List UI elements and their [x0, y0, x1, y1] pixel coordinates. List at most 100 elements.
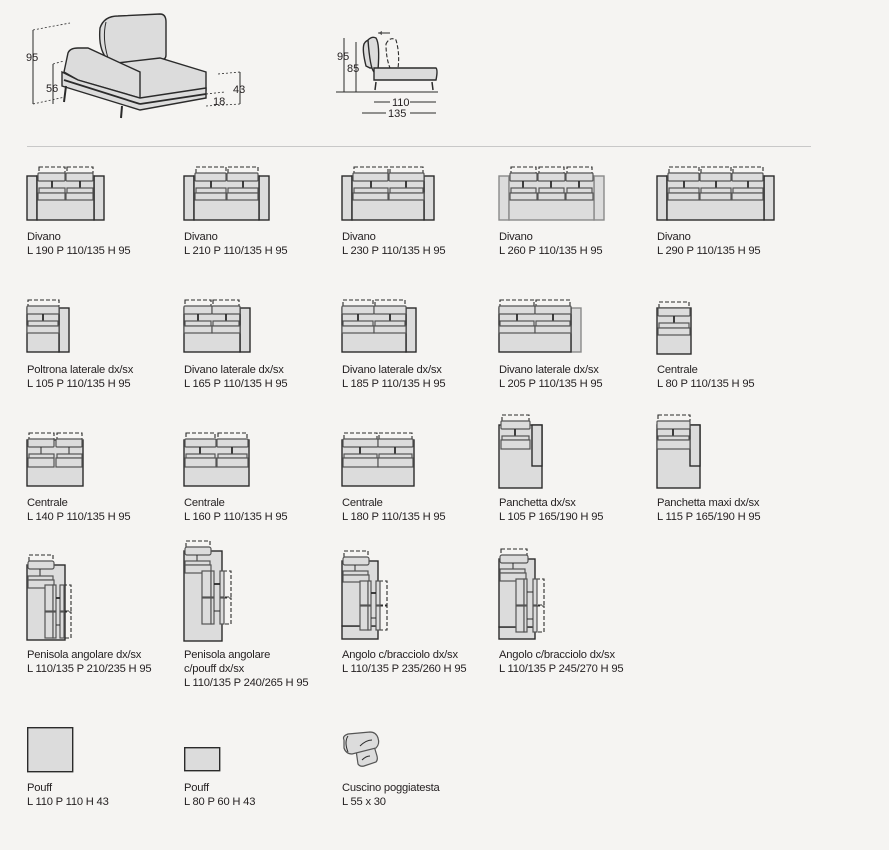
item-name: Pouff — [27, 782, 52, 794]
item-label: Divano L 210 P 110/135 H 95 — [184, 230, 288, 258]
item-dims: L 110 P 110 H 43 — [27, 796, 109, 808]
item-dims: L 190 P 110/135 H 95 — [27, 245, 131, 257]
item-dims: L 180 P 110/135 H 95 — [342, 511, 446, 523]
perspective-sofa-module — [61, 13, 207, 119]
item-label: Divano L 260 P 110/135 H 95 — [499, 230, 603, 258]
side-view-drawing: 95 85 110 135 — [336, 31, 438, 120]
item-dims: L 80 P 110/135 H 95 — [657, 378, 755, 390]
item-label: Penisola angolare c/pouff dx/sx L 110/13… — [184, 648, 309, 690]
item-name: Panchetta dx/sx — [499, 497, 576, 509]
item-dims: L 110/135 P 210/235 H 95 — [27, 663, 152, 675]
dim-110: 110 — [392, 97, 410, 109]
item-dims: L 80 P 60 H 43 — [184, 796, 256, 808]
item-dims: L 185 P 110/135 H 95 — [342, 378, 446, 390]
item-name: Centrale — [657, 364, 698, 376]
item-name: Divano laterale dx/sx — [184, 364, 284, 376]
item-name: Cuscino poggiatesta — [342, 782, 440, 794]
item-drawing-pouff-80 — [183, 746, 221, 772]
item-drawing-divano-260 — [498, 166, 605, 221]
item-drawing-centrale-80 — [656, 301, 692, 355]
item-drawing-panchetta-maxi — [656, 414, 701, 489]
dim-135: 135 — [388, 108, 406, 120]
item-name: Centrale — [342, 497, 383, 509]
item-drawing-divano-190 — [26, 166, 105, 221]
item-dims: L 105 P 165/190 H 95 — [499, 511, 604, 523]
item-name: Divano — [499, 231, 533, 243]
dim-18: 18 — [213, 96, 225, 108]
item-dims: L 260 P 110/135 H 95 — [499, 245, 603, 257]
item-name: Penisola angolare — [184, 649, 271, 661]
side-view-sofa — [362, 31, 438, 91]
item-drawing-panchetta — [498, 414, 543, 489]
item-dims: L 165 P 110/135 H 95 — [184, 378, 288, 390]
dim-95: 95 — [337, 51, 349, 63]
item-name: Poltrona laterale dx/sx — [27, 364, 134, 376]
item-label: Angolo c/bracciolo dx/sx L 110/135 P 235… — [342, 648, 467, 676]
item-label: Divano laterale dx/sx L 205 P 110/135 H … — [499, 363, 603, 391]
item-name: Centrale — [27, 497, 68, 509]
item-drawing-centrale-180 — [341, 432, 415, 487]
item-drawing-centrale-140 — [26, 432, 84, 487]
item-label: Centrale L 160 P 110/135 H 95 — [184, 496, 288, 524]
item-drawing-divano-230 — [341, 166, 435, 221]
item-label: Centrale L 180 P 110/135 H 95 — [342, 496, 446, 524]
item-label: Panchetta dx/sx L 105 P 165/190 H 95 — [499, 496, 603, 524]
dim-43: 43 — [233, 84, 245, 96]
item-dims: L 110/135 P 240/265 H 95 — [184, 677, 309, 689]
item-dims: L 55 x 30 — [342, 796, 386, 808]
item-dims: L 205 P 110/135 H 95 — [499, 378, 603, 390]
item-dims: L 115 P 165/190 H 95 — [657, 511, 761, 523]
item-drawing-angolo-bracciolo-245 — [498, 548, 545, 640]
item-label: Centrale L 80 P 110/135 H 95 — [657, 363, 755, 391]
item-dims: L 290 P 110/135 H 95 — [657, 245, 761, 257]
item-name: Divano — [184, 231, 218, 243]
item-drawing-cuscino-poggiatesta — [342, 731, 380, 767]
item-drawing-divano-laterale-185 — [341, 299, 417, 353]
item-label: Divano laterale dx/sx L 165 P 110/135 H … — [184, 363, 288, 391]
item-name-line2: c/pouff dx/sx — [184, 663, 245, 675]
section-divider — [27, 146, 811, 147]
item-name: Angolo c/bracciolo dx/sx — [499, 649, 615, 661]
item-label: Poltrona laterale dx/sx L 105 P 110/135 … — [27, 363, 133, 391]
item-label: Centrale L 140 P 110/135 H 95 — [27, 496, 131, 524]
item-name: Penisola angolare dx/sx — [27, 649, 142, 661]
item-label: Pouff L 110 P 110 H 43 — [27, 781, 109, 809]
item-label: Divano laterale dx/sx L 185 P 110/135 H … — [342, 363, 446, 391]
item-name: Divano laterale dx/sx — [499, 364, 599, 376]
item-label: Panchetta maxi dx/sx L 115 P 165/190 H 9… — [657, 496, 761, 524]
item-name: Divano — [342, 231, 376, 243]
item-name: Divano — [657, 231, 691, 243]
item-drawing-divano-laterale-205 — [498, 299, 582, 353]
item-dims: L 210 P 110/135 H 95 — [184, 245, 288, 257]
item-label: Divano L 230 P 110/135 H 95 — [342, 230, 446, 258]
item-label: Divano L 190 P 110/135 H 95 — [27, 230, 131, 258]
item-name: Divano laterale dx/sx — [342, 364, 442, 376]
item-dims: L 140 P 110/135 H 95 — [27, 511, 131, 523]
item-dims: L 105 P 110/135 H 95 — [27, 378, 131, 390]
item-drawing-angolo-bracciolo-235 — [341, 550, 388, 640]
item-label: Angolo c/bracciolo dx/sx L 110/135 P 245… — [499, 648, 624, 676]
item-drawing-pouff-110 — [26, 726, 74, 773]
item-drawing-poltrona-laterale — [26, 299, 70, 353]
item-drawing-divano-laterale-165 — [183, 299, 251, 353]
item-drawing-penisola-angolare — [26, 554, 72, 641]
item-drawing-penisola-angolare-pouff — [183, 540, 232, 642]
item-label: Divano L 290 P 110/135 H 95 — [657, 230, 761, 258]
item-name: Divano — [27, 231, 61, 243]
item-label: Pouff L 80 P 60 H 43 — [184, 781, 255, 809]
item-name: Panchetta maxi dx/sx — [657, 497, 760, 509]
item-dims: L 160 P 110/135 H 95 — [184, 511, 288, 523]
item-dims: L 110/135 P 245/270 H 95 — [499, 663, 624, 675]
item-drawing-divano-290 — [656, 166, 775, 221]
item-name: Angolo c/bracciolo dx/sx — [342, 649, 458, 661]
dim-56: 56 — [46, 83, 58, 95]
dim-85: 85 — [347, 63, 359, 75]
item-drawing-divano-210 — [183, 166, 270, 221]
item-drawing-centrale-160 — [183, 432, 250, 487]
perspective-drawing: 95 56 43 18 — [26, 13, 245, 119]
item-label: Penisola angolare dx/sx L 110/135 P 210/… — [27, 648, 152, 676]
item-label: Cuscino poggiatesta L 55 x 30 — [342, 781, 440, 809]
item-dims: L 110/135 P 235/260 H 95 — [342, 663, 467, 675]
item-name: Pouff — [184, 782, 209, 794]
dim-95: 95 — [26, 52, 38, 64]
